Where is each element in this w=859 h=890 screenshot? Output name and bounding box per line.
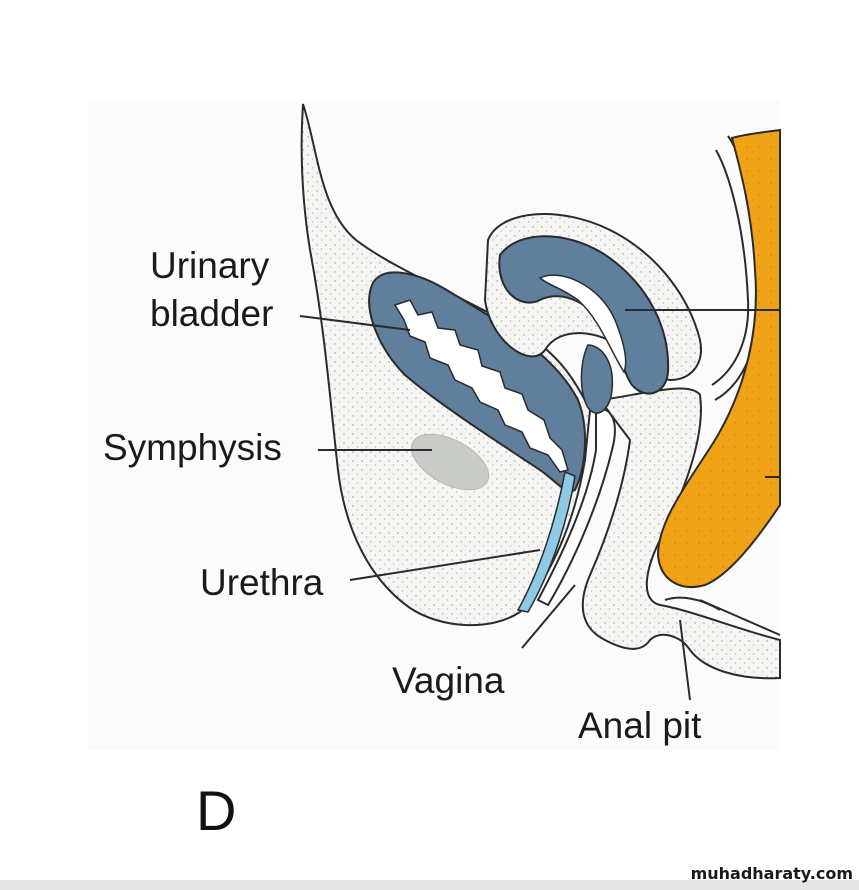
vagina-channel <box>536 408 616 607</box>
folded-structure <box>498 235 670 395</box>
posterior-wall <box>711 149 750 386</box>
rectum <box>656 128 781 588</box>
leader-right-lower <box>699 599 781 636</box>
label-anal-pit: Anal pit <box>578 705 702 746</box>
label-urethra: Urethra <box>200 562 324 603</box>
leader-anal-pit <box>679 619 691 701</box>
folded-structure-lobe <box>580 344 614 414</box>
panel-letter: D <box>196 779 236 842</box>
leader-vagina <box>521 584 576 649</box>
bladder-lumen <box>393 299 569 473</box>
watermark-bar <box>0 880 859 890</box>
leader-urethra <box>349 549 541 581</box>
perineal-tissue <box>581 387 781 680</box>
label-symphysis: Symphysis <box>103 427 282 468</box>
leader-bladder <box>299 315 411 331</box>
label-urinary: Urinary <box>150 245 270 286</box>
label-vagina: Vagina <box>392 660 505 701</box>
urethra <box>516 470 576 613</box>
symphysis <box>411 433 489 491</box>
label-bladder: bladder <box>150 293 273 334</box>
folded-structure-inner <box>538 274 627 374</box>
watermark: muhadharaty.com <box>690 864 853 883</box>
